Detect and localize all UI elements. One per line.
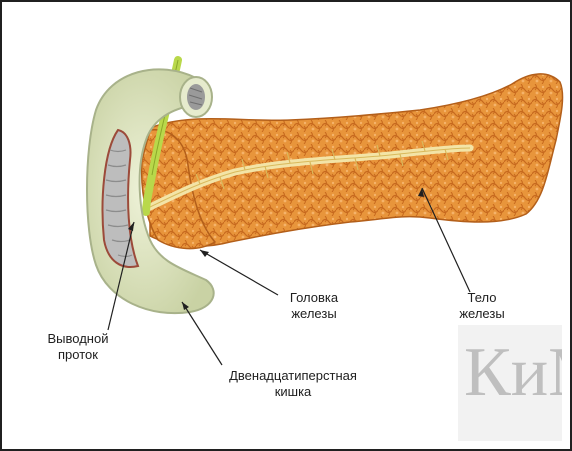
label-pancreas-body-line1: Тело — [442, 290, 522, 306]
label-pancreas-head-line1: Головка — [268, 290, 360, 306]
label-pancreas-body-line2: железы — [442, 306, 522, 322]
watermark-logo: КиМ — [458, 325, 562, 441]
leader-duodenum — [182, 302, 222, 365]
label-pancreas-body: Тело железы — [442, 290, 522, 322]
label-excretory-duct-line1: Выводной — [32, 331, 124, 347]
label-pancreas-head: Головка железы — [268, 290, 360, 322]
label-duodenum-line2: кишка — [218, 384, 368, 400]
watermark-text: КиМ — [464, 334, 562, 411]
label-excretory-duct: Выводной проток — [32, 331, 124, 363]
label-pancreas-head-line2: железы — [268, 306, 360, 322]
label-duodenum-line1: Двенадцатиперстная — [218, 368, 368, 384]
label-duodenum: Двенадцатиперстная кишка — [218, 368, 368, 400]
label-excretory-duct-line2: проток — [32, 347, 124, 363]
